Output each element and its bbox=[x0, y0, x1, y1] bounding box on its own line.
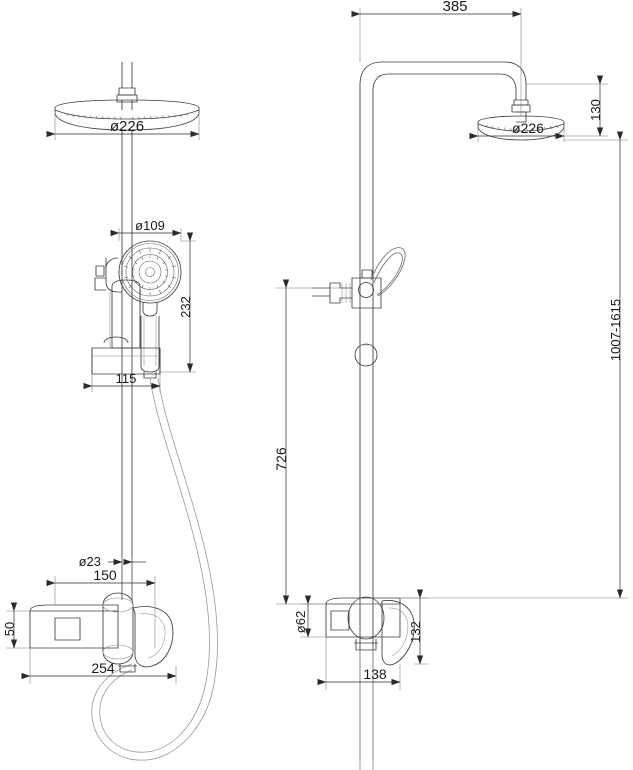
side-view-dimensions bbox=[276, 8, 628, 690]
dim-label-overhead-head-diameter: ø226 bbox=[110, 118, 144, 135]
dim-label-riser-tube-diameter: ø23 bbox=[79, 554, 101, 569]
dim-label-mixer-lever-height: 132 bbox=[408, 621, 423, 643]
dim-label-mixer-inlet-diameter: ø62 bbox=[293, 611, 308, 633]
dim-label-mixer-inlet-spacing: 150 bbox=[93, 567, 117, 583]
front-view-geometry bbox=[29, 62, 218, 761]
dim-label-mixer-projection: 138 bbox=[363, 666, 387, 682]
dim-label-slider-bar-height: 726 bbox=[273, 447, 289, 471]
dim-label-handshower-head-diameter: ø109 bbox=[135, 218, 165, 233]
dim-label-total-height-range: 1007-1615 bbox=[608, 299, 623, 361]
dim-label-mixer-overall-width: 254 bbox=[91, 660, 115, 676]
shower-hose bbox=[91, 377, 218, 761]
dim-label-handshower-length: 232 bbox=[178, 296, 193, 318]
handshower-nozzle-pattern bbox=[123, 247, 177, 297]
dim-label-overhead-arm-reach: 385 bbox=[442, 0, 467, 15]
front-view-dimensions bbox=[6, 112, 200, 684]
dim-label-mixer-body-height: 50 bbox=[2, 622, 17, 636]
side-view-dimension-labels: 385 ø226 130 1007-1615 726 ø62 132 138 bbox=[273, 0, 623, 682]
dim-label-side-overhead-head-diameter: ø226 bbox=[512, 120, 544, 136]
dim-label-bracket-offset: 115 bbox=[116, 371, 137, 386]
front-view-dimension-labels: ø226 ø109 232 115 ø23 150 50 254 bbox=[2, 118, 193, 676]
dim-label-overhead-head-drop: 130 bbox=[588, 99, 603, 121]
side-view-geometry bbox=[312, 61, 565, 770]
